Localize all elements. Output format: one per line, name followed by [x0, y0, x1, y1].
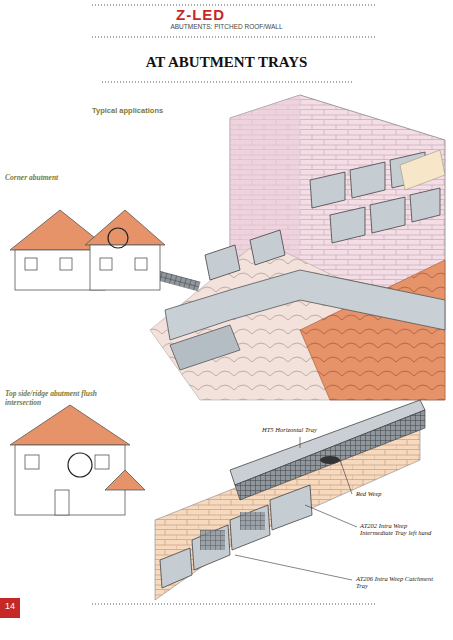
page-title: AT ABUTMENT TRAYS [0, 54, 453, 71]
part-label: Red Weep [356, 490, 382, 497]
part-label: AT202 Intra Weep Intermediate Tray left … [360, 522, 438, 536]
subheading: Typical applications [92, 106, 163, 115]
part-label: HT5 Horizontal Tray [262, 426, 317, 433]
page-number: 14 [0, 601, 20, 611]
logo: Z-LED [176, 6, 225, 23]
part-label: AT206 Intra Weep Catchment Tray [356, 575, 436, 589]
application-label: Corner abutment [5, 173, 58, 182]
section-header: ABUTMENTS: PITCHED ROOF/WALL [0, 23, 453, 30]
application-label: Top side/ridge abutment flush intersecti… [5, 389, 115, 407]
